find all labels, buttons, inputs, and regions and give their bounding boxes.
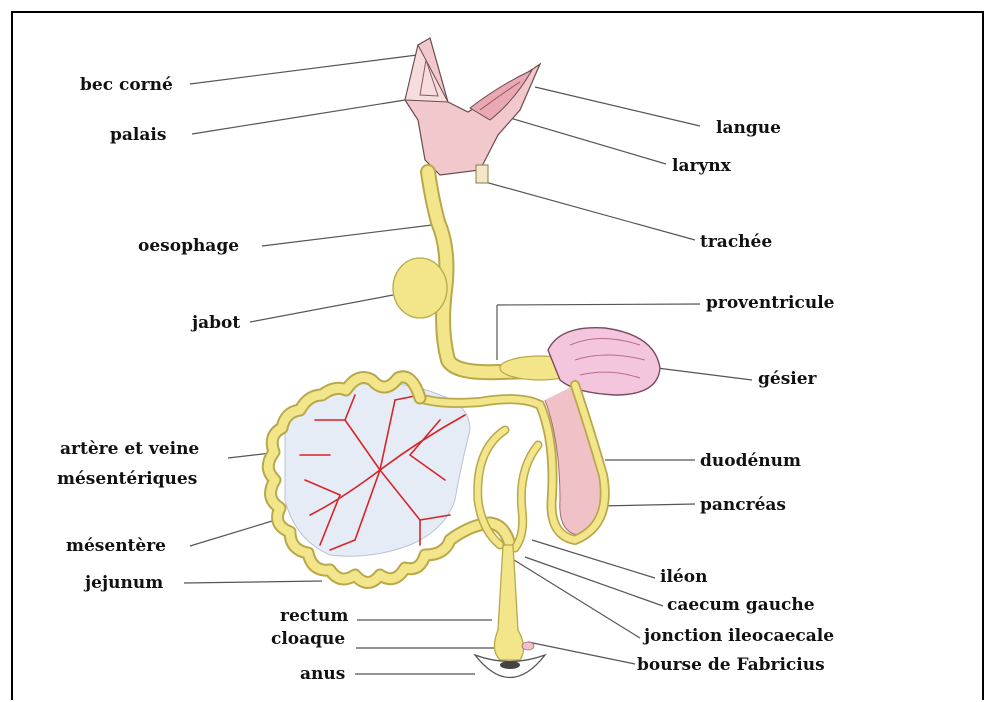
label-jonction: jonction ileocaecale	[642, 626, 834, 646]
label-palais: palais	[110, 125, 166, 145]
rectum-cloaca	[475, 545, 545, 678]
label-bec-corne: bec corné	[80, 75, 173, 95]
label-mesentere: mésentère	[66, 536, 166, 556]
label-mesenteriques: mésentériques	[57, 469, 197, 489]
label-langue: langue	[716, 118, 781, 138]
label-anus: anus	[300, 664, 345, 684]
gizzard-shape	[548, 328, 660, 395]
label-gesier: gésier	[758, 369, 818, 389]
label-proventricule: proventricule	[706, 293, 835, 313]
label-caecum-gauche: caecum gauche	[667, 595, 815, 615]
label-duodenum: duodénum	[700, 451, 801, 471]
label-ileon: iléon	[660, 567, 707, 587]
label-bourse: bourse de Fabricius	[637, 655, 825, 675]
label-pancreas: pancréas	[700, 495, 786, 515]
label-oesophage: oesophage	[138, 236, 239, 256]
label-trachee: trachée	[700, 232, 772, 252]
label-cloaque: cloaque	[271, 629, 345, 649]
crop-shape	[393, 258, 447, 318]
beak-and-tongue	[405, 38, 540, 183]
label-artere-veine: artère et veine	[60, 439, 199, 459]
label-jejunum: jejunum	[83, 573, 163, 593]
mesentery-shape	[285, 383, 470, 556]
label-jabot: jabot	[190, 313, 240, 333]
label-rectum: rectum	[280, 606, 348, 626]
label-larynx: larynx	[672, 156, 732, 176]
